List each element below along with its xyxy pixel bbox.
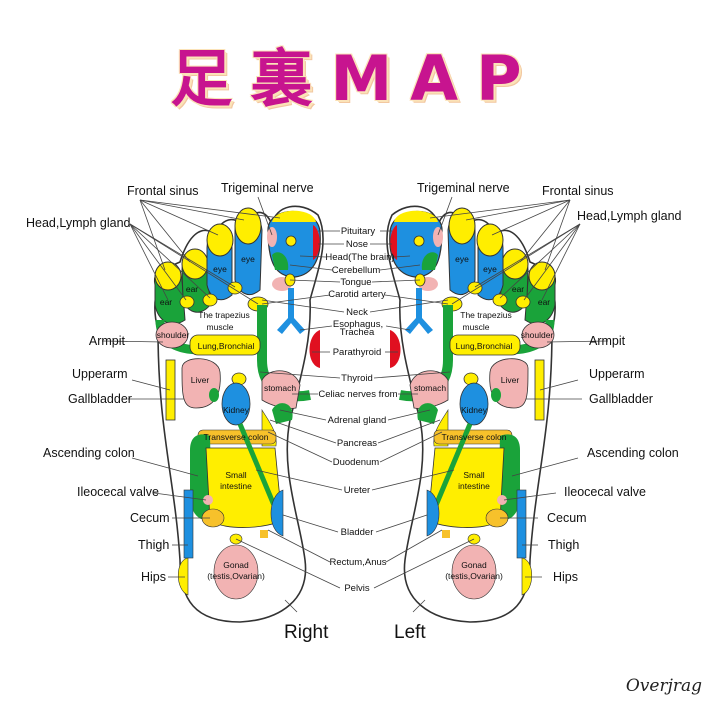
label-cerebellum: Cerebellum [332, 265, 381, 276]
label-eye: eye [213, 264, 227, 274]
label-right-foot: Right [284, 622, 329, 643]
center-labels: Pituitary Nose Head(The brain) Cerebellu… [318, 226, 397, 594]
label-hips: Hips [141, 570, 166, 584]
label-cecum: Cecum [130, 511, 170, 525]
label-transverse-colon: Transverse colon [204, 432, 269, 442]
label-thigh: Thigh [548, 538, 579, 552]
label-lung: Lung,Bronchial [198, 341, 255, 351]
label-trapezius: muscle [463, 322, 490, 332]
label-carotid-artery: Carotid artery [328, 289, 386, 300]
label-small-intestine: Small [225, 470, 246, 480]
label-kidney: Kidney [461, 405, 488, 415]
label-neck: Neck [346, 307, 368, 318]
label-trigeminal: Trigeminal nerve [221, 181, 314, 195]
label-ear: ear [512, 284, 524, 294]
label-small-intestine: Small [463, 470, 484, 480]
label-gallbladder: Gallbladder [589, 392, 653, 406]
label-trapezius: muscle [207, 322, 234, 332]
label-left-foot: Left [394, 622, 426, 643]
label-frontal-sinus: Frontal sinus [542, 184, 614, 198]
label-trapezius: The trapezius [460, 310, 512, 320]
outer-labels-right: Trigeminal nerve Frontal sinus Head,Lymp… [417, 181, 682, 584]
label-gonad: (testis,Ovarian) [207, 571, 265, 581]
outer-labels-left: Frontal sinus Trigeminal nerve Head,Lymp… [26, 181, 314, 584]
label-ascending-colon: Ascending colon [587, 446, 679, 460]
label-shoulder: shoulder [521, 330, 554, 340]
signature: Overjrag [625, 676, 702, 696]
label-gallbladder: Gallbladder [68, 392, 132, 406]
label-gonad: Gonad [461, 560, 487, 570]
label-cecum: Cecum [547, 511, 587, 525]
label-shoulder: shoulder [157, 330, 190, 340]
label-adrenal-gland: Adrenal gland [328, 415, 387, 426]
title-char: A [410, 42, 477, 115]
label-small-intestine: intestine [220, 481, 252, 491]
label-eye: eye [483, 264, 497, 274]
label-ear: ear [186, 284, 198, 294]
label-ileocecal: Ileocecal valve [77, 485, 159, 499]
label-thyroid: Thyroid [341, 373, 373, 384]
label-pelvis: Pelvis [344, 583, 370, 594]
label-pituitary: Pituitary [341, 226, 376, 237]
label-ureter: Ureter [344, 485, 370, 496]
label-upperarm: Upperarm [589, 367, 645, 381]
label-parathyroid: Parathyroid [333, 347, 382, 358]
label-head-lymph: Head,Lymph gland [577, 209, 682, 223]
title-char: P [476, 42, 540, 115]
label-tongue: Tongue [340, 277, 371, 288]
label-esophagus: Esophagus, [333, 319, 383, 330]
label-stomach: stomach [264, 383, 296, 393]
label-small-intestine: intestine [458, 481, 490, 491]
label-head-lymph: Head,Lymph gland [26, 216, 131, 230]
title-char: M [330, 42, 411, 115]
label-nose: Nose [346, 239, 368, 250]
label-armpit: Armpit [589, 334, 626, 348]
label-thigh: Thigh [138, 538, 169, 552]
label-head-brain: Head(The brain) [325, 252, 394, 263]
label-rectum-anus: Rectum,Anus [329, 557, 386, 568]
leader-lines [101, 196, 609, 613]
page-title: 足裏MAP [0, 28, 710, 118]
label-gonad: (testis,Ovarian) [445, 571, 503, 581]
label-trapezius: The trapezius [198, 310, 250, 320]
label-upperarm: Upperarm [72, 367, 128, 381]
label-gonad: Gonad [223, 560, 249, 570]
label-ear: ear [160, 297, 172, 307]
label-lung: Lung,Bronchial [456, 341, 513, 351]
inner-labels-right-foot: eye eye ear ear The trapezius muscle sho… [157, 254, 297, 581]
label-liver: Liver [191, 375, 210, 385]
label-ear: ear [538, 297, 550, 307]
label-pancreas: Pancreas [337, 438, 377, 449]
inner-labels-left-foot: eye eye ear ear The trapezius muscle sho… [414, 254, 554, 581]
label-ileocecal: Ileocecal valve [564, 485, 646, 499]
label-stomach: stomach [414, 383, 446, 393]
label-trigeminal: Trigeminal nerve [417, 181, 510, 195]
label-ascending-colon: Ascending colon [43, 446, 135, 460]
label-trachea: Trachea [340, 327, 375, 338]
label-eye: eye [241, 254, 255, 264]
label-kidney: Kidney [223, 405, 250, 415]
label-armpit: Armpit [89, 334, 126, 348]
label-frontal-sinus: Frontal sinus [127, 184, 199, 198]
label-bladder: Bladder [341, 527, 374, 538]
title-char: 足 [170, 42, 251, 115]
label-transverse-colon: Transverse colon [442, 432, 507, 442]
label-hips: Hips [553, 570, 578, 584]
label-duodenum: Duodenum [333, 457, 380, 468]
label-liver: Liver [501, 375, 520, 385]
label-eye: eye [455, 254, 469, 264]
label-celiac-nerves: Celiac nerves from [318, 389, 397, 400]
title-char: 裏 [250, 42, 331, 115]
